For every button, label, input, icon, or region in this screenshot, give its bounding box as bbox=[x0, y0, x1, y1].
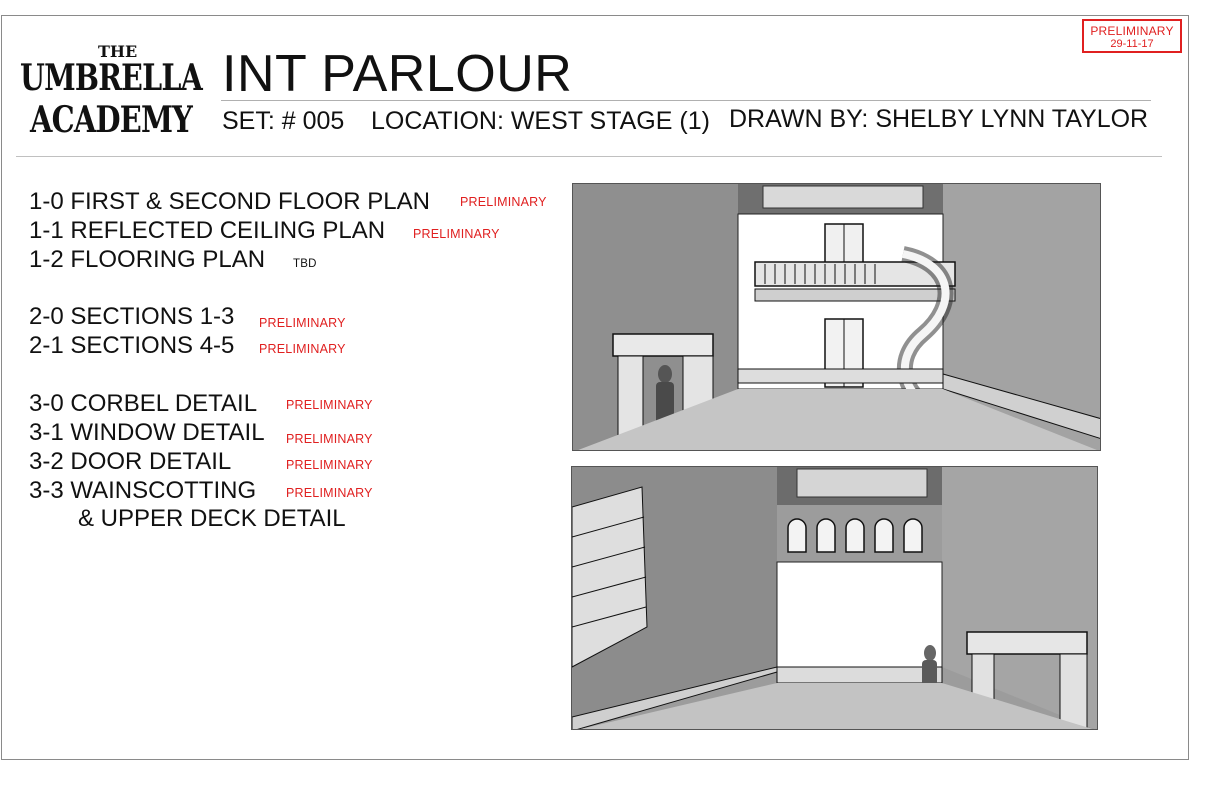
logo-line-3: ACADEMY bbox=[29, 99, 194, 140]
sheet-item-3-3-continuation: & UPPER DECK DETAIL bbox=[78, 505, 346, 532]
title-divider bbox=[221, 100, 1151, 101]
render-image-windows bbox=[572, 467, 1097, 729]
render-view-windows bbox=[571, 466, 1098, 730]
preliminary-stamp: PRELIMINARY 29-11-17 bbox=[1082, 19, 1182, 53]
stamp-date: 29-11-17 bbox=[1110, 38, 1154, 50]
sheet-item-3-1: 3-1 WINDOW DETAIL bbox=[29, 419, 265, 446]
sheet-status-3-2: PRELIMINARY bbox=[286, 458, 373, 472]
logo-line-1: THE bbox=[98, 42, 137, 61]
sheet-status-3-1: PRELIMINARY bbox=[286, 432, 373, 446]
sheet-item-1-1: 1-1 REFLECTED CEILING PLAN bbox=[29, 217, 386, 244]
sheet-item-3-3: 3-3 WAINSCOTTING bbox=[29, 477, 257, 504]
umbrella-academy-logo: THE UMBRELLA ACADEMY bbox=[20, 42, 205, 140]
sheet-status-1-1: PRELIMINARY bbox=[413, 227, 500, 241]
header-divider bbox=[16, 156, 1162, 157]
render-image-staircase bbox=[573, 184, 1100, 450]
sheet-status-3-0: PRELIMINARY bbox=[286, 398, 373, 412]
sheet-status-1-0: PRELIMINARY bbox=[460, 195, 547, 209]
sheet-item-2-0: 2-0 SECTIONS 1-3 bbox=[29, 303, 235, 330]
sheet-item-3-0: 3-0 CORBEL DETAIL bbox=[29, 390, 258, 417]
sheet-status-1-2: TBD bbox=[293, 258, 317, 270]
page-title: INT PARLOUR bbox=[222, 45, 573, 103]
render-view-staircase bbox=[572, 183, 1101, 451]
sheet-item-2-1: 2-1 SECTIONS 4-5 bbox=[29, 332, 235, 359]
sheet-status-2-0: PRELIMINARY bbox=[259, 316, 346, 330]
set-number: SET: # 005 bbox=[222, 107, 345, 135]
sheet-status-3-3: PRELIMINARY bbox=[286, 486, 373, 500]
sheet-item-1-2: 1-2 FLOORING PLAN bbox=[29, 246, 266, 273]
logo-line-2: UMBRELLA bbox=[20, 57, 204, 99]
location: LOCATION: WEST STAGE (1) bbox=[371, 107, 710, 135]
drawn-by: DRAWN BY: SHELBY LYNN TAYLOR bbox=[729, 105, 1149, 133]
sheet-item-3-2: 3-2 DOOR DETAIL bbox=[29, 448, 232, 475]
sheet-status-2-1: PRELIMINARY bbox=[259, 342, 346, 356]
stamp-status: PRELIMINARY bbox=[1090, 24, 1174, 38]
sheet-border bbox=[1, 15, 1189, 760]
sheet-item-1-0: 1-0 FIRST & SECOND FLOOR PLAN bbox=[29, 188, 430, 215]
